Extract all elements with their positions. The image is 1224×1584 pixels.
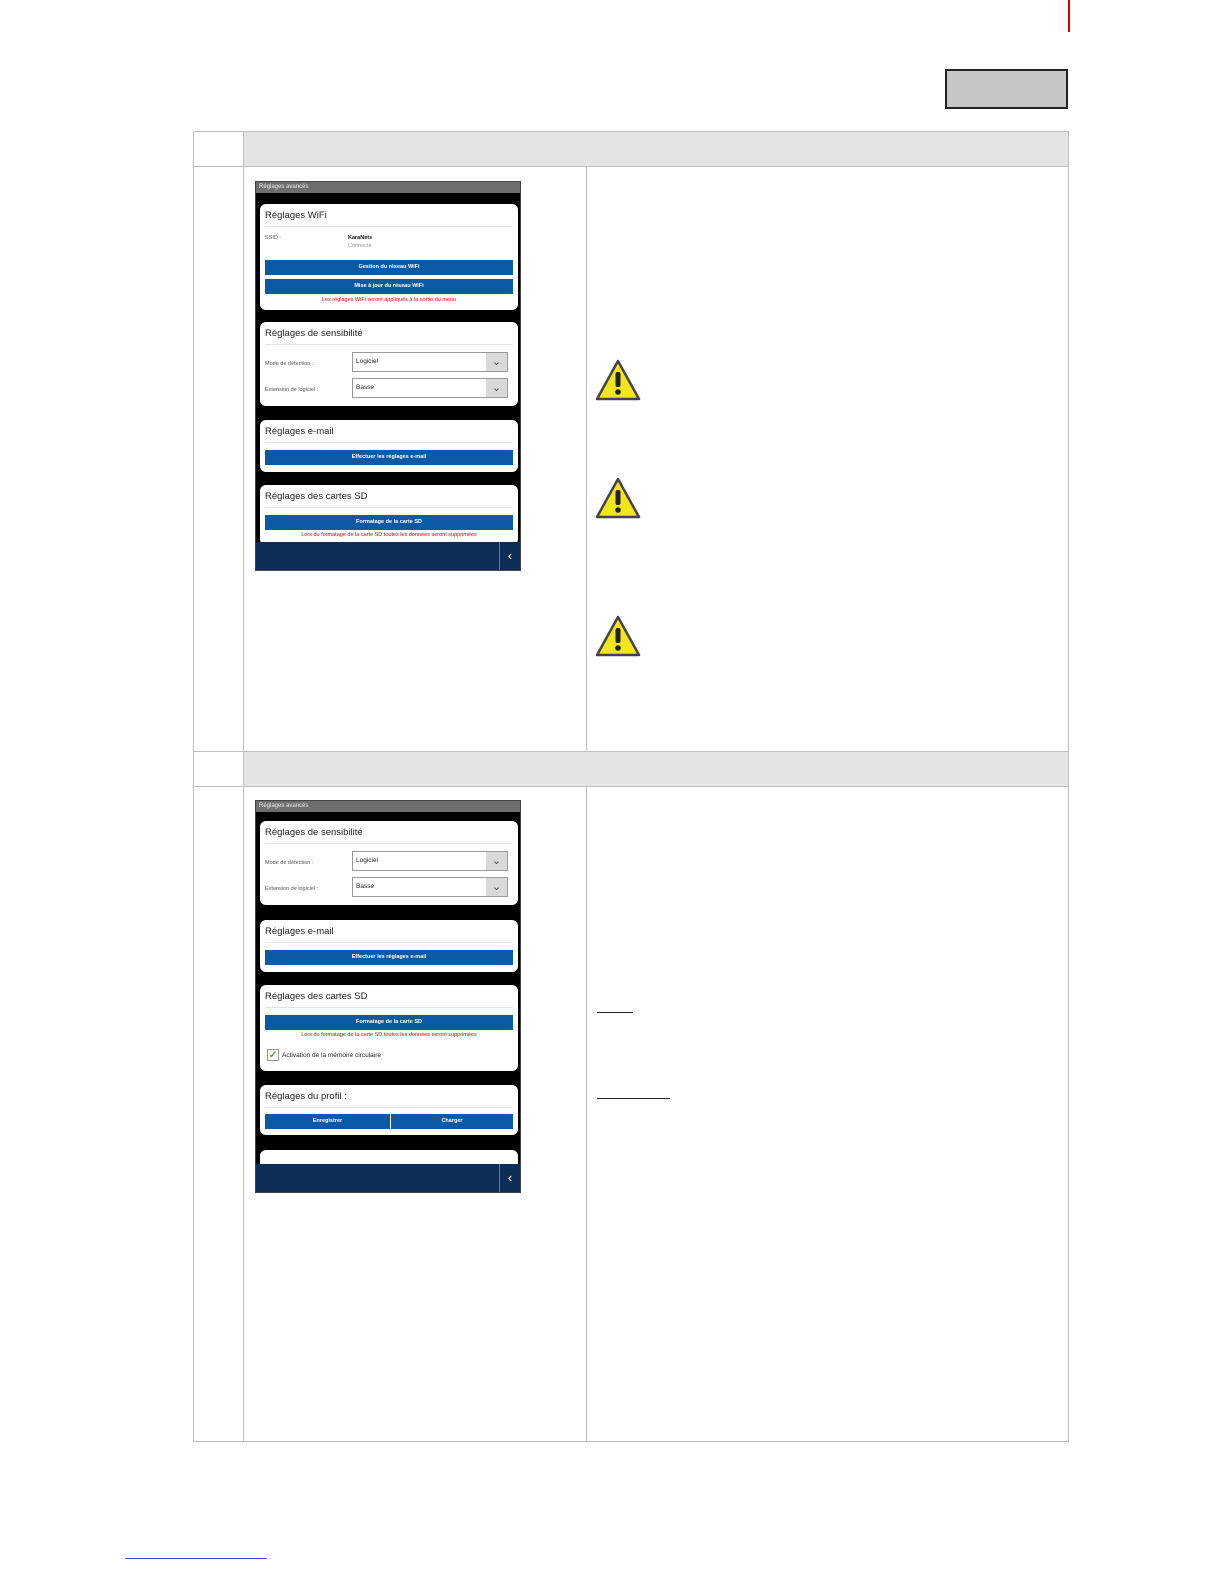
select-value: Basse: [356, 384, 375, 391]
select-value: Logiciel: [356, 857, 379, 864]
manage-wifi-button[interactable]: Gestion du réseau WiFi: [265, 260, 513, 275]
chevron-left-icon[interactable]: ‹: [499, 542, 520, 570]
card-title: Réglages des cartes SD: [265, 991, 368, 1002]
language-tab: [945, 69, 1068, 109]
sensitivity-settings-card: Réglages de sensibilité Mode de détectio…: [260, 322, 518, 406]
warning-triangle-icon: [595, 615, 641, 657]
select-value: Basse: [356, 883, 375, 890]
email-settings-card: Réglages e-mail Effectuer les réglages e…: [260, 920, 518, 972]
table-border-col1: [243, 131, 244, 1442]
page-edge-marker: [1068, 0, 1070, 32]
ssid-label: SSID :: [265, 235, 281, 241]
chevron-down-icon: ⌄: [486, 852, 507, 870]
email-settings-button[interactable]: Effectuer les réglages e-mail: [265, 450, 513, 465]
detection-mode-label: Mode de détection :: [265, 860, 314, 866]
card-title: Réglages de sensibilité: [265, 827, 363, 838]
warning-triangle-icon: [595, 477, 641, 519]
warning-triangle-icon: [595, 359, 641, 401]
chevron-down-icon: ⌄: [486, 379, 507, 397]
app-title-bar: Réglages avancés: [256, 801, 520, 812]
table-border-row3: [193, 786, 1069, 787]
sd-card-settings-card: Réglages des cartes SD Formatage de la c…: [260, 985, 518, 1071]
footer-link-underline[interactable]: [125, 1558, 267, 1559]
table-border-top: [193, 131, 1069, 132]
circular-memory-label: Activation de la mémoire circulaire: [282, 1052, 381, 1059]
card-title: Réglages WiFi: [265, 210, 327, 221]
table-border-col2a: [586, 166, 587, 752]
software-extension-select[interactable]: Basse ⌄: [352, 877, 508, 897]
profile-settings-card: Réglages du profil : Enregistrer Charger: [260, 1085, 518, 1135]
email-settings-button[interactable]: Effectuer les réglages e-mail: [265, 950, 513, 965]
table-border-bottom: [193, 1441, 1069, 1442]
card-title: Réglages du profil :: [265, 1091, 347, 1102]
card-title: Réglages des cartes SD: [265, 491, 368, 502]
sensitivity-settings-card: Réglages de sensibilité Mode de détectio…: [260, 821, 518, 905]
format-sd-button[interactable]: Formatage de la carte SD: [265, 1015, 513, 1030]
sd-card-settings-card: Réglages des cartes SD Formatage de la c…: [260, 485, 518, 545]
bottom-nav-bar: ‹: [256, 1164, 520, 1192]
table-border-right: [1068, 131, 1069, 1442]
update-wifi-button[interactable]: Mise à jour du réseau WiFi: [265, 279, 513, 294]
circular-memory-checkbox[interactable]: ✓: [267, 1049, 279, 1061]
table-border-left: [193, 131, 194, 1442]
card-divider: [265, 344, 513, 345]
email-settings-card: Réglages e-mail Effectuer les réglages e…: [260, 420, 518, 472]
card-divider: [265, 1107, 513, 1108]
underline-mark-1: [597, 1012, 633, 1013]
detection-mode-label: Mode de détection :: [265, 361, 314, 367]
chevron-down-icon: ⌄: [486, 353, 507, 371]
software-extension-label: Extension de logiciel :: [265, 886, 319, 892]
section-header-1: [243, 132, 1068, 166]
card-divider: [265, 442, 513, 443]
chevron-left-icon[interactable]: ‹: [499, 1164, 520, 1192]
card-divider: [265, 226, 513, 227]
table-border-col2b: [586, 786, 587, 1442]
software-extension-select[interactable]: Basse ⌄: [352, 378, 508, 398]
card-divider: [265, 843, 513, 844]
wifi-note: Les réglages WiFi seront appliqués à la …: [321, 297, 457, 303]
ssid-status: Connecté: [348, 243, 372, 249]
format-sd-button[interactable]: Formatage de la carte SD: [265, 515, 513, 530]
app-screenshot-2: Réglages avancés Réglages de sensibilité…: [255, 800, 521, 1193]
ssid-value: KaraNets: [348, 235, 373, 241]
card-title: Réglages e-mail: [265, 426, 334, 437]
detection-mode-select[interactable]: Logiciel ⌄: [352, 851, 508, 871]
card-divider: [265, 1007, 513, 1008]
underline-mark-2: [597, 1098, 670, 1099]
sd-format-note: Lors du formatage de la carte SD toutes …: [301, 532, 477, 538]
save-profile-button[interactable]: Enregistrer: [265, 1114, 390, 1129]
app-screenshot-1: Réglages avancés Réglages WiFi SSID : Ka…: [255, 181, 521, 571]
select-value: Logiciel: [356, 358, 379, 365]
sd-format-note: Lors du formatage de la carte SD toutes …: [301, 1032, 477, 1038]
card-title: Réglages e-mail: [265, 926, 334, 937]
detection-mode-select[interactable]: Logiciel ⌄: [352, 352, 508, 372]
card-title: Réglages de sensibilité: [265, 328, 363, 339]
table-border-row1: [193, 166, 1069, 167]
card-divider: [265, 507, 513, 508]
app-title-bar: Réglages avancés: [256, 182, 520, 193]
table-border-row2: [193, 751, 1069, 752]
section-header-2: [243, 752, 1068, 786]
software-extension-label: Extension de logiciel :: [265, 387, 319, 393]
wifi-settings-card: Réglages WiFi SSID : KaraNets Connecté G…: [260, 204, 518, 310]
load-profile-button[interactable]: Charger: [391, 1114, 513, 1129]
chevron-down-icon: ⌄: [486, 878, 507, 896]
card-divider: [265, 942, 513, 943]
bottom-nav-bar: ‹: [256, 542, 520, 570]
